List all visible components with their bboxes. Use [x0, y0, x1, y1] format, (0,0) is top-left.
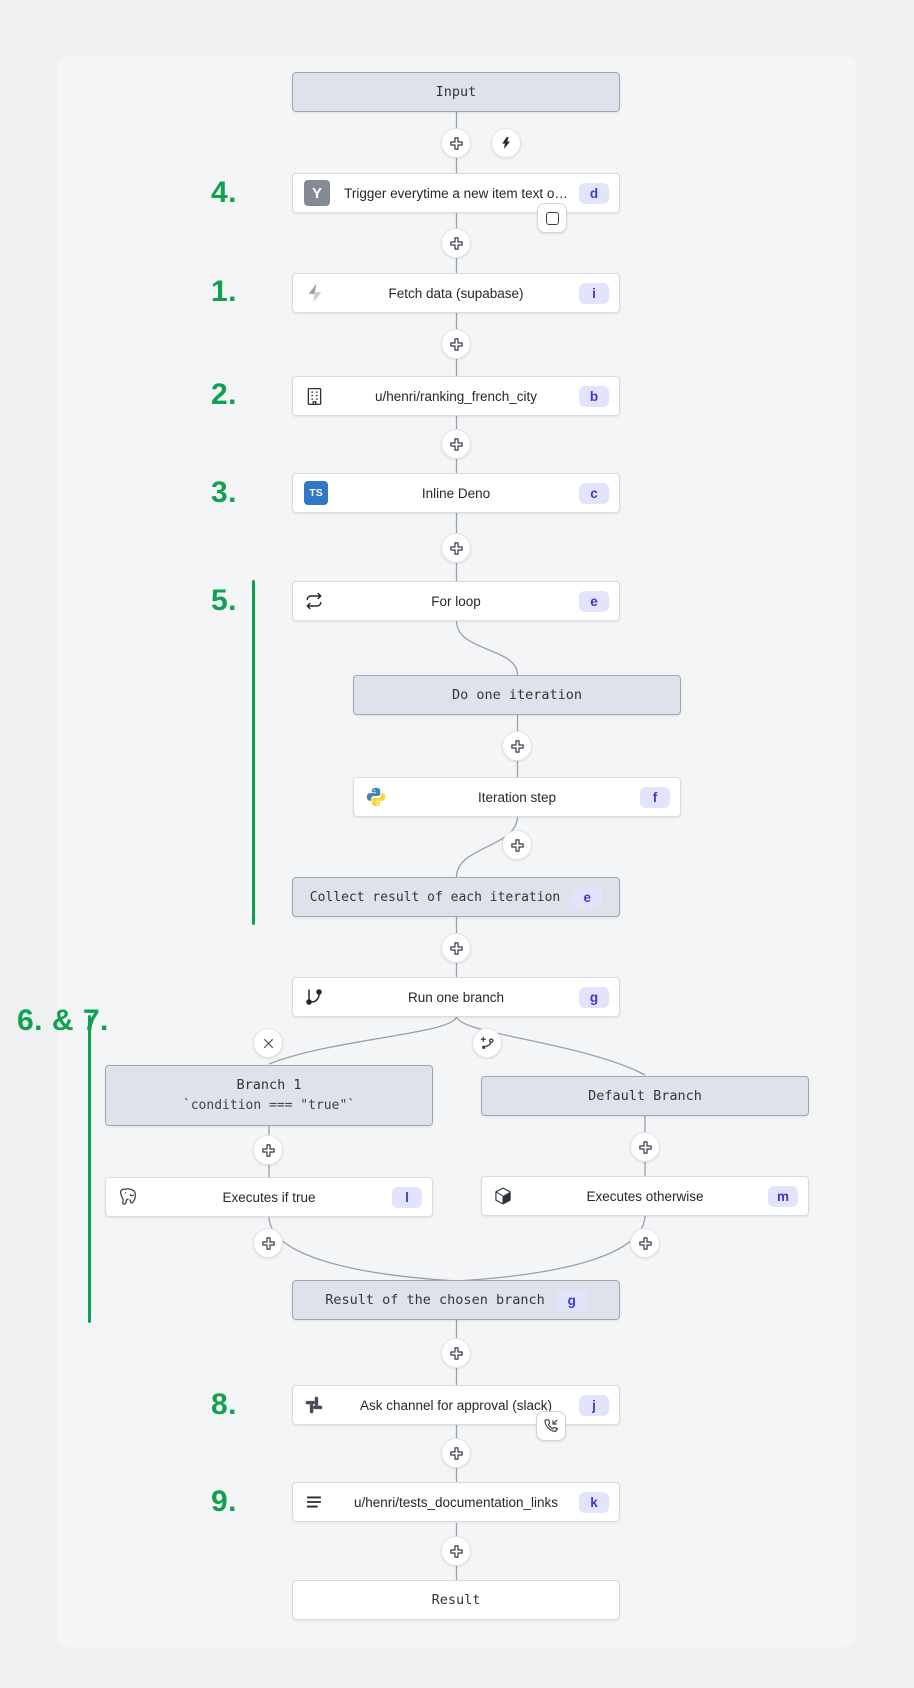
- add-step-button[interactable]: [253, 1228, 283, 1258]
- add-step-button[interactable]: [441, 533, 471, 563]
- add-branch-icon: [480, 1036, 494, 1049]
- node-inline-deno[interactable]: TS Inline Deno c: [292, 473, 620, 513]
- node-default-branch-label: Default Branch: [588, 1088, 702, 1104]
- step-id-badge: e: [579, 590, 609, 612]
- node-result[interactable]: Result: [292, 1580, 620, 1620]
- node-ranking-french-city[interactable]: u/henri/ranking_french_city b: [292, 376, 620, 416]
- branch-1-title: Branch 1: [236, 1076, 302, 1093]
- hackernews-icon: Y: [304, 180, 330, 206]
- square-icon: [545, 211, 559, 225]
- node-run-one-branch[interactable]: Run one branch g: [292, 977, 620, 1017]
- repeat-icon: [304, 591, 324, 611]
- add-step-button[interactable]: [441, 1438, 471, 1468]
- node-trigger-label: Trigger everytime a new item text o…: [344, 185, 568, 201]
- git-branch-icon: [304, 987, 324, 1007]
- cube-icon: [493, 1186, 513, 1206]
- node-fetch-data[interactable]: Fetch data (supabase) i: [292, 273, 620, 313]
- add-step-button[interactable]: [630, 1132, 660, 1162]
- step-id-badge: b: [579, 385, 609, 407]
- add-step-button[interactable]: [441, 128, 471, 158]
- node-executes-otherwise-label: Executes otherwise: [586, 1188, 704, 1204]
- suspend-approval-badge: [536, 1411, 566, 1441]
- branch-1-condition: `condition === "true"`: [182, 1097, 356, 1113]
- annotation-3: 3.: [210, 476, 237, 509]
- node-ask-approval[interactable]: Ask channel for approval (slack) j: [292, 1385, 620, 1425]
- add-step-button[interactable]: [441, 329, 471, 359]
- annotation-2: 2.: [210, 378, 237, 411]
- add-step-button[interactable]: [502, 830, 532, 860]
- add-step-button[interactable]: [441, 228, 471, 258]
- node-do-one-iteration-label: Do one iteration: [451, 687, 583, 703]
- step-id-badge: g: [579, 986, 609, 1008]
- checkpoint-badge: [537, 203, 567, 233]
- node-do-one-iteration[interactable]: Do one iteration: [353, 675, 681, 715]
- bolt-icon: [502, 137, 511, 149]
- close-icon: [263, 1038, 273, 1048]
- add-branch-button[interactable]: [472, 1028, 502, 1058]
- node-ask-approval-label: Ask channel for approval (slack): [359, 1397, 553, 1413]
- node-run-one-branch-label: Run one branch: [407, 989, 505, 1005]
- add-step-button[interactable]: [441, 1338, 471, 1368]
- annotation-6-7: 6. & 7.: [17, 1004, 109, 1037]
- slack-icon: [304, 1395, 324, 1415]
- supabase-icon: [304, 282, 326, 304]
- add-step-button[interactable]: [253, 1135, 283, 1165]
- node-for-loop-label: For loop: [431, 593, 481, 609]
- step-id-badge: c: [579, 482, 609, 504]
- step-id-badge: g: [556, 1289, 587, 1311]
- menu-lines-icon: [304, 1492, 324, 1512]
- node-input[interactable]: Input: [292, 72, 620, 112]
- node-result-chosen-branch-label: Result of the chosen branch: [325, 1292, 545, 1308]
- node-tests-documentation-links[interactable]: u/henri/tests_documentation_links k: [292, 1482, 620, 1522]
- annotation-4: 4.: [210, 176, 237, 209]
- remove-branch-button[interactable]: [253, 1028, 283, 1058]
- step-id-badge: m: [768, 1185, 798, 1207]
- annotation-5: 5.: [210, 584, 237, 617]
- step-id-badge: e: [572, 886, 603, 908]
- add-step-button[interactable]: [441, 429, 471, 459]
- step-id-badge: k: [579, 1491, 609, 1513]
- node-collect-result[interactable]: Collect result of each iteration e: [292, 877, 620, 917]
- run-trigger-button[interactable]: [491, 128, 521, 158]
- node-iteration-step-label: Iteration step: [477, 789, 557, 805]
- add-step-button[interactable]: [630, 1228, 660, 1258]
- node-default-branch[interactable]: Default Branch: [481, 1076, 809, 1116]
- add-step-button[interactable]: [441, 1536, 471, 1566]
- typescript-icon: TS: [304, 481, 328, 505]
- annotation-1: 1.: [210, 275, 237, 308]
- postgresql-icon: [117, 1186, 139, 1208]
- node-inline-deno-label: Inline Deno: [421, 485, 491, 501]
- node-executes-otherwise[interactable]: Executes otherwise m: [481, 1176, 809, 1216]
- building-icon: [304, 386, 325, 407]
- annotation-8: 8.: [210, 1388, 237, 1421]
- node-collect-result-label: Collect result of each iteration: [309, 889, 561, 905]
- node-executes-if-true[interactable]: Executes if true l: [105, 1177, 433, 1217]
- node-ranking-french-city-label: u/henri/ranking_french_city: [374, 388, 538, 404]
- step-id-badge: i: [579, 282, 609, 304]
- node-branch-1[interactable]: Branch 1 `condition === "true"`: [105, 1065, 433, 1126]
- python-icon: [365, 786, 387, 808]
- phone-incoming-icon: [544, 1419, 558, 1432]
- section-5-bracket: [252, 580, 255, 925]
- node-result-chosen-branch[interactable]: Result of the chosen branch g: [292, 1280, 620, 1320]
- section-6-7-bracket: [88, 1015, 91, 1323]
- step-id-badge: f: [640, 786, 670, 808]
- add-step-button[interactable]: [502, 731, 532, 761]
- node-executes-if-true-label: Executes if true: [222, 1189, 316, 1205]
- node-for-loop[interactable]: For loop e: [292, 581, 620, 621]
- node-fetch-data-label: Fetch data (supabase): [388, 285, 524, 301]
- node-result-label: Result: [431, 1592, 481, 1608]
- step-id-badge: j: [579, 1394, 609, 1416]
- node-trigger[interactable]: Y Trigger everytime a new item text o… d: [292, 173, 620, 213]
- step-id-badge: l: [392, 1186, 422, 1208]
- node-input-label: Input: [435, 84, 477, 100]
- step-id-badge: d: [579, 182, 609, 204]
- node-iteration-step[interactable]: Iteration step f: [353, 777, 681, 817]
- annotation-9: 9.: [210, 1485, 237, 1518]
- add-step-button[interactable]: [441, 933, 471, 963]
- node-tests-documentation-links-label: u/henri/tests_documentation_links: [353, 1494, 559, 1510]
